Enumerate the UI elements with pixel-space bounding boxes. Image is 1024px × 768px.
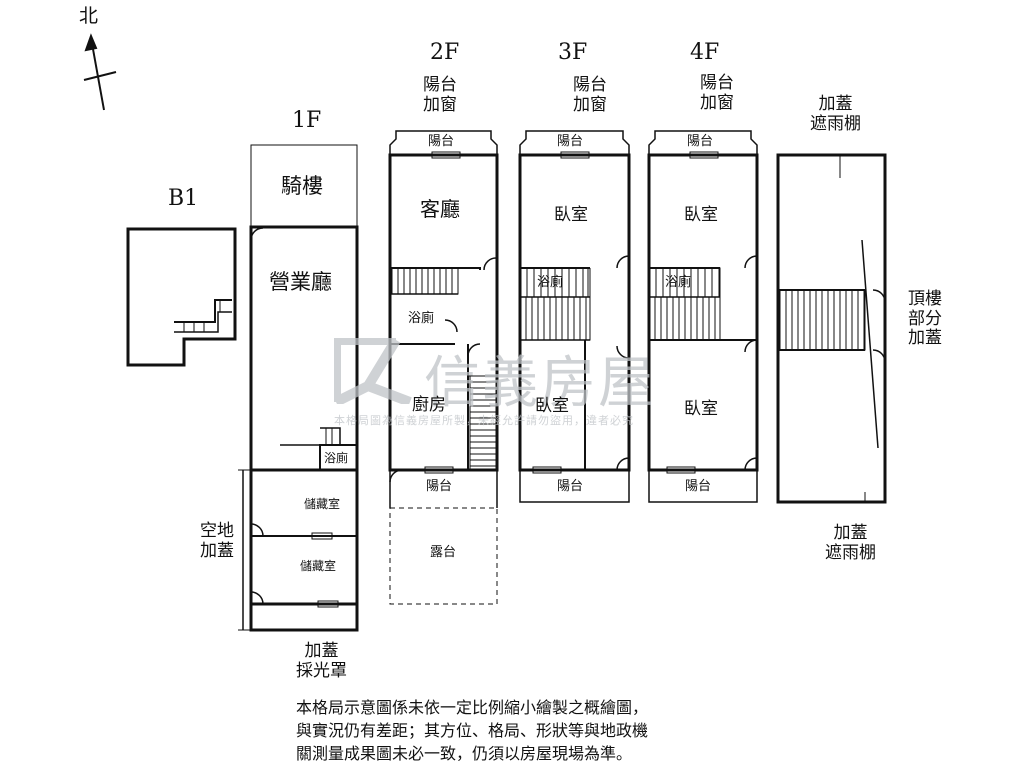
room-storage-2: 儲藏室 xyxy=(300,559,337,573)
floor-b1-plan xyxy=(126,227,237,367)
room-balcony-2f-bottom: 陽台 xyxy=(426,479,453,494)
stair-hatching xyxy=(391,267,866,471)
callout-roof-canopy-top: 加蓋遮雨棚 xyxy=(810,94,861,134)
room-balcony-2f-top: 陽台 xyxy=(428,134,455,149)
callout-balcony-window-3f: 陽台加窗 xyxy=(573,75,607,115)
room-business-hall: 營業廳 xyxy=(269,270,332,294)
watermark-brand: 信義房屋 xyxy=(424,351,656,416)
room-bath-1f: 浴廁 xyxy=(324,451,349,465)
disclaimer-line: 與實況仍有差距；其方位、格局、形狀等與地政機 xyxy=(296,721,649,740)
room-balcony-4f-bottom: 陽台 xyxy=(685,479,712,494)
room-bedroom-3f-b: 臥室 xyxy=(535,396,569,416)
room-storage-1: 儲藏室 xyxy=(304,497,341,511)
callout-roof-partial-addon: 頂樓部分加蓋 xyxy=(908,289,942,349)
floor-label-b1: B1 xyxy=(168,186,199,211)
room-bath-3f: 浴廁 xyxy=(537,275,564,290)
callout-balcony-window-4f: 陽台加窗 xyxy=(700,73,734,113)
callout-balcony-window-2f: 陽台加窗 xyxy=(423,75,457,115)
room-terrace: 露台 xyxy=(430,545,457,560)
disclaimer-note: 本格局示意圖係未依一定比例縮小繪製之概繪圖， 與實況仍有差距；其方位、格局、形狀… xyxy=(296,696,736,765)
room-bath-4f: 浴廁 xyxy=(665,275,692,290)
watermark-notice: 本格局圖為信義房屋所製，未經允許請勿盜用，違者必究 xyxy=(334,414,634,427)
room-balcony-4f-top: 陽台 xyxy=(687,134,714,149)
floor-1f-plan xyxy=(238,144,359,632)
room-bedroom-4f-a: 臥室 xyxy=(684,205,718,225)
watermark-logo-icon xyxy=(331,335,412,407)
room-living-room: 客廳 xyxy=(420,197,460,221)
room-bedroom-3f-a: 臥室 xyxy=(554,205,588,225)
room-kitchen: 廚房 xyxy=(412,395,446,415)
watermark: 信義房屋 本格局圖為信義房屋所製，未經允許請勿盜用，違者必究 xyxy=(331,335,654,427)
floor-3f-plan xyxy=(518,130,631,503)
callout-yard-addon: 空地加蓋 xyxy=(200,521,234,561)
disclaimer-line: 關測量成果圖未必一致，仍須以房屋現場為準。 xyxy=(296,744,633,763)
room-balcony-3f-bottom: 陽台 xyxy=(557,479,584,494)
north-arrow-icon xyxy=(83,33,117,111)
room-balcony-3f-top: 陽台 xyxy=(557,134,584,149)
room-bath-2f: 浴廁 xyxy=(408,311,435,326)
callout-skylight-addon: 加蓋採光罩 xyxy=(296,641,347,681)
room-qilou: 騎樓 xyxy=(281,174,323,198)
floor-label-4f: 4F xyxy=(690,40,720,65)
callout-roof-canopy-bottom: 加蓋遮雨棚 xyxy=(825,523,876,563)
floor-roof-plan xyxy=(776,153,887,504)
disclaimer-line: 本格局示意圖係未依一定比例縮小繪製之概繪圖， xyxy=(296,698,649,717)
floor-label-3f: 3F xyxy=(558,40,588,65)
floor-label-1f: 1F xyxy=(292,108,322,133)
room-bedroom-4f-b: 臥室 xyxy=(684,399,718,419)
north-label: 北 xyxy=(79,5,99,27)
floor-label-2f: 2F xyxy=(430,40,460,65)
